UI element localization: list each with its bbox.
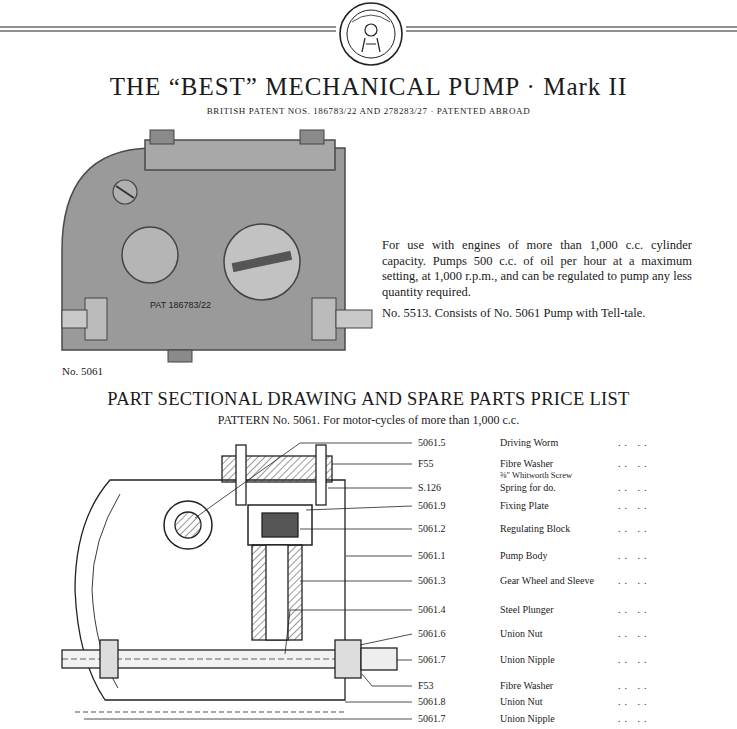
page-title: THE “BEST” MECHANICAL PUMP · Mark II xyxy=(0,72,737,102)
cast-marking: PAT 186783/22 xyxy=(150,300,211,311)
leader-dots: .. .. xyxy=(618,500,651,512)
pump-photograph-part xyxy=(150,130,174,144)
leader-lines-part xyxy=(300,529,412,530)
figure-number: No. 5061 xyxy=(62,365,103,378)
sectional-drawing-part xyxy=(252,545,302,640)
leader-lines xyxy=(84,443,412,719)
part-number: 5061.6 xyxy=(418,628,446,640)
leader-dots: .. .. xyxy=(618,458,651,470)
part-number: 5061.9 xyxy=(418,500,446,512)
leader-lines-part xyxy=(195,443,412,518)
part-name: ⅜″ Whitworth Screw xyxy=(500,470,572,480)
pump-photograph xyxy=(62,130,372,362)
trade-mark-logo-part xyxy=(365,24,377,36)
leader-lines-part xyxy=(360,634,412,645)
leader-lines-part xyxy=(306,506,412,510)
sectional-drawing-part xyxy=(75,712,345,713)
pump-photograph-part xyxy=(168,350,192,362)
leader-dots: .. .. xyxy=(618,654,651,666)
pump-photograph-part xyxy=(85,298,107,340)
part-name: Fixing Plate xyxy=(500,500,549,512)
part-name: Steel Plunger xyxy=(500,604,554,616)
leader-lines-part xyxy=(346,556,412,557)
pattern-line: PATTERN No. 5061. For motor-cycles of mo… xyxy=(0,413,737,427)
sectional-drawing-part xyxy=(316,445,326,505)
header-rules-part xyxy=(0,26,336,27)
leader-dots: .. .. xyxy=(618,713,651,725)
part-name: Driving Worm xyxy=(500,437,558,449)
sectional-drawing xyxy=(62,445,397,712)
part-number: 5061.4 xyxy=(418,604,446,616)
part-name: Fibre Washer xyxy=(500,680,553,692)
sectional-drawing-part xyxy=(100,640,118,678)
leader-dots: .. .. xyxy=(618,575,651,587)
part-name: Union Nipple xyxy=(500,713,555,725)
pump-photograph-part xyxy=(116,186,134,198)
leader-dots: .. .. xyxy=(618,482,651,494)
part-number: S.126 xyxy=(418,482,441,494)
leader-dots: .. .. xyxy=(618,696,651,708)
sectional-drawing-part xyxy=(266,545,288,640)
leader-lines-part xyxy=(84,719,412,720)
part-number: 5061.7 xyxy=(418,654,446,666)
part-name: Pump Body xyxy=(500,550,548,562)
leader-dots: .. .. xyxy=(618,680,651,692)
part-name: Spring for do. xyxy=(500,482,556,494)
part-name: Regulating Block xyxy=(500,523,570,535)
sectional-drawing-part xyxy=(248,505,312,545)
leader-lines-part xyxy=(328,488,412,489)
sectional-drawing-part xyxy=(335,640,361,678)
pump-photograph-part xyxy=(232,251,293,272)
leader-lines-part xyxy=(397,660,412,661)
leader-lines-part xyxy=(285,610,412,654)
part-name: Union Nipple xyxy=(500,654,555,666)
pump-photograph-part xyxy=(62,148,345,350)
leader-lines-part xyxy=(300,581,412,582)
sectional-drawing-part xyxy=(175,512,201,538)
trade-mark-logo-part xyxy=(340,3,402,65)
part-name: Union Nut xyxy=(500,696,543,708)
leader-lines-part xyxy=(362,674,412,686)
part-number: 5061.8 xyxy=(418,696,446,708)
part-number: 5061.3 xyxy=(418,575,446,587)
sectional-drawing-part xyxy=(236,445,246,505)
patent-line: BRITISH PATENT NOS. 186783/22 AND 278283… xyxy=(0,106,737,117)
pump-photograph-part xyxy=(312,298,336,340)
part-name: Union Nut xyxy=(500,628,543,640)
pump-photograph-part xyxy=(224,224,300,300)
part-name: Gear Wheel and Sleeve xyxy=(500,575,594,587)
sectional-drawing-part xyxy=(164,501,212,549)
leader-dots: .. .. xyxy=(618,523,651,535)
leader-dots: .. .. xyxy=(618,604,651,616)
trade-mark-logo-part xyxy=(347,10,395,58)
part-number: 5061.7 xyxy=(418,713,446,725)
part-number: F55 xyxy=(418,458,434,470)
pump-photograph-part xyxy=(62,310,87,328)
part-name: Fibre Washer xyxy=(500,458,553,470)
header-rules-part xyxy=(406,30,737,31)
pump-photograph-part xyxy=(113,180,137,204)
sectional-drawing-part xyxy=(361,648,397,670)
pump-photograph-part xyxy=(336,310,372,328)
sectional-drawing-part xyxy=(262,513,298,537)
trade-mark-logo xyxy=(340,3,402,65)
leader-dots: .. .. xyxy=(618,437,651,449)
leader-lines-part xyxy=(332,464,412,465)
description-text: For use with engines of more than 1,000 … xyxy=(382,238,692,300)
leader-dots: .. .. xyxy=(618,628,651,640)
part-number: 5061.5 xyxy=(418,437,446,449)
section-heading: PART SECTIONAL DRAWING AND SPARE PARTS P… xyxy=(0,388,737,410)
trade-mark-logo-part xyxy=(352,15,390,22)
pattern-note: No. 5513. Consists of No. 5061 Pump with… xyxy=(382,306,645,321)
trade-mark-logo-part xyxy=(362,38,380,52)
pump-photograph-part xyxy=(300,130,324,144)
part-number: F53 xyxy=(418,680,434,692)
header-rules-part xyxy=(0,30,336,31)
part-number: 5061.2 xyxy=(418,523,446,535)
part-number: 5061.1 xyxy=(418,550,446,562)
leader-lines-part xyxy=(345,702,412,703)
pump-photograph-part xyxy=(122,227,178,283)
leader-dots: .. .. xyxy=(618,550,651,562)
header-rules-part xyxy=(406,26,737,27)
